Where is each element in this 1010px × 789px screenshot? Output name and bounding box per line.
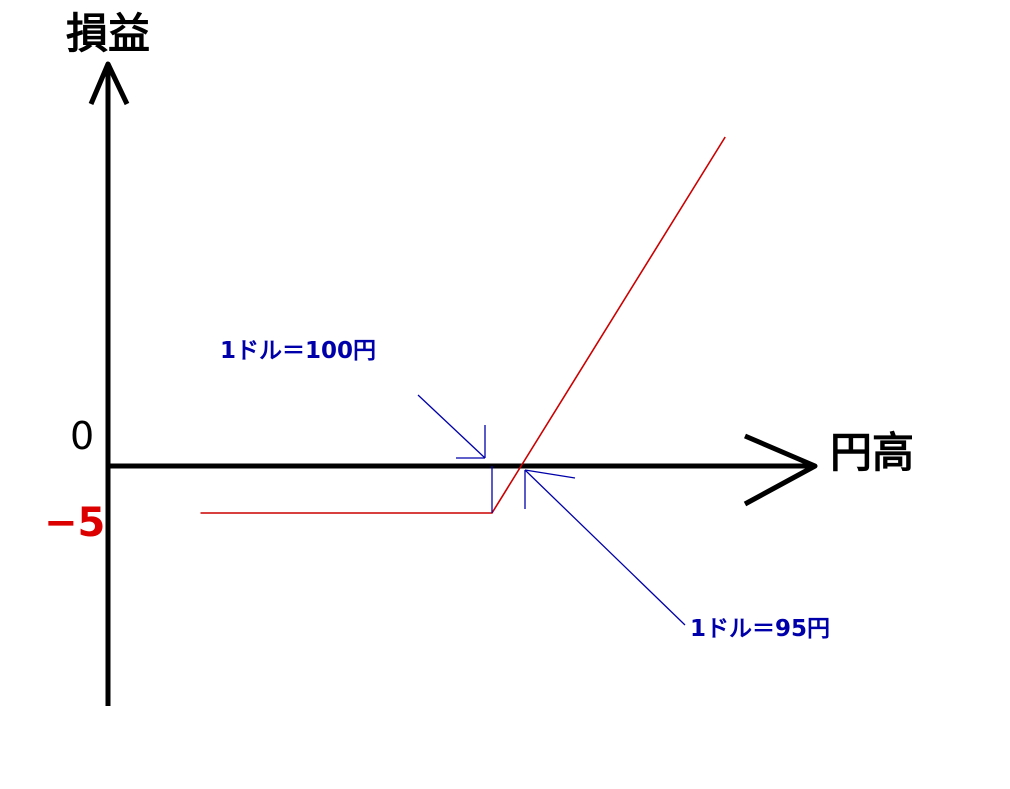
annotation-label-100-yen: 1ドル＝100円: [220, 338, 376, 364]
annotation-arrow-100-leader: [417, 394, 486, 459]
annotation-arrow-95-leader: [524, 469, 686, 626]
y-axis-arrowhead: [88, 61, 130, 106]
x-axis-arrowhead: [743, 433, 818, 507]
y-tick-label-minus5: −5: [44, 500, 105, 546]
x-axis-title: 円高: [830, 428, 914, 477]
annotation-arrow-95-head-a: [524, 469, 576, 479]
annotation-label-95-yen: 1ドル＝95円: [690, 616, 830, 642]
payoff-line: [200, 136, 726, 514]
y-tick-label-zero: 0: [70, 414, 94, 458]
y-axis-title: 損益: [66, 9, 150, 58]
annotation-arrows: [417, 394, 686, 626]
